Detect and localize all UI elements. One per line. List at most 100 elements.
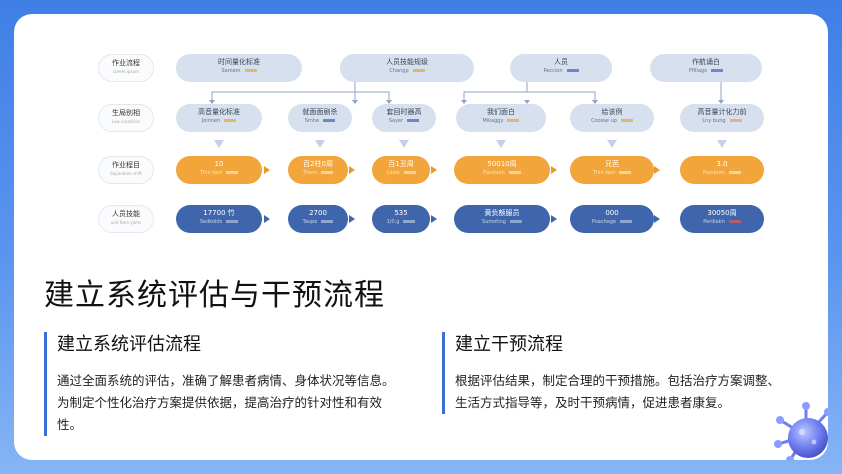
flow-node: 000 Poachage [570,205,654,233]
row-label-sub: Separation shift [110,171,142,176]
chip-marker [507,119,520,122]
node-title: 17700 竹 [203,209,235,217]
node-sub: Samem [221,68,241,74]
down-arrow-icon [607,140,617,148]
flow-node: 50010周 Pandium [454,156,550,184]
node-sub: Mikaggy [482,118,504,124]
row-label-title: 人员技能 [112,210,140,218]
node-sub: Thin fam [199,170,223,176]
flowchart-connectors [209,81,724,223]
node-sub: Coosse up [591,118,617,124]
node-sub: Poachage [591,219,617,225]
node-sub: Joinnen [201,118,221,124]
node-title: 百2柱0周 [303,160,333,168]
row-label-title: 生局别相 [112,109,140,117]
node-sub: Peccion [543,68,563,74]
node-title: 就面面剧杀 [302,108,338,116]
node-sub: Pandium [703,170,725,176]
row-label-items: 作业程目 Separation shift [98,156,154,184]
chip-marker [620,119,633,122]
chip-marker [407,119,420,122]
node-title: 高音量化标准 [198,108,240,116]
node-title: 套回时器高 [386,108,422,116]
down-arrow-icon [496,140,506,148]
node-sub: 1/0.g [386,219,400,225]
node-title: 兄芭 [605,160,619,168]
slide-title: 建立系统评估与干预流程 [44,278,385,313]
flowchart: 作业流程 Lorem ipsum 生局别相 Low vocations 作业程目… [84,40,774,240]
node-sub: Sumoting [482,219,506,225]
node-sub: Lny bung [702,118,726,124]
node-title: 时间量化标准 [218,58,260,66]
left-section: 建立系统评估流程 通过全面系统的评估，准确了解患者病情、身体状况等信息。为制定个… [44,332,400,436]
chip-marker [711,69,724,72]
flow-node: 时间量化标准 Samem [176,54,302,82]
chip-marker [403,171,416,174]
down-arrow-icon [315,140,325,148]
node-title: 000 [605,209,619,217]
left-section-heading: 建立系统评估流程 [57,334,201,355]
right-section-heading: 建立干预流程 [455,334,563,355]
node-title: 3.0 [716,160,728,168]
flow-node: 3.0 Pandium [680,156,764,184]
down-arrow-icon [717,140,727,148]
flow-node: 我们面白 Mikaggy [456,104,546,132]
chip-marker [728,220,741,223]
left-section-body: 通过全面系统的评估，准确了解患者病情、身体状况等信息。为制定个性化治疗方案提供依… [57,373,395,432]
node-title: 给该例 [601,108,623,116]
flow-node: 兄芭 Thin fam [570,156,654,184]
chip-marker [323,119,336,122]
flow-node: 百1丑周 Linos [372,156,430,184]
node-sub: Taupe [302,219,318,225]
node-sub: Linos [386,170,400,176]
flow-node: 百2柱0周 Thern [288,156,348,184]
flow-node: 30050周 Perdiakn [680,205,764,233]
flow-node: 给该例 Coosse up [570,104,654,132]
chip-marker [321,171,334,174]
node-sub: Perdiakn [703,219,725,225]
node-sub: Changp [389,68,409,74]
node-sub: Pfillago [688,68,708,74]
flow-node: 人员 Peccion [510,54,612,82]
node-title: 百1丑周 [388,160,414,168]
virus-icon [774,402,828,460]
slide-card: 作业流程 Lorem ipsum 生局别相 Low vocations 作业程目… [14,14,828,460]
chip-marker [509,220,522,223]
chip-marker [729,119,742,122]
flow-node: 17700 竹 Sedkolds [176,205,262,233]
row-label-sub: Low vocations [111,119,141,124]
flow-node: 535 1/0.g [372,205,430,233]
node-sub: Pandium [483,170,505,176]
node-sub: Sayer [388,118,404,124]
right-section-body: 根据评估结果，制定合理的干预措施。包括治疗方案调整、生活方式指导等，及时干预病情… [455,373,781,410]
node-sub: Thern [302,170,318,176]
chip-marker [403,220,416,223]
node-title: 人员 [554,58,568,66]
right-section: 建立干预流程 根据评估结果，制定合理的干预措施。包括治疗方案调整、生活方式指导等… [442,332,788,414]
node-title: 50010周 [487,160,517,168]
node-title: 535 [394,209,408,217]
flow-node: 10 Thin fam [176,156,262,184]
node-title: 我们面白 [487,108,515,116]
flow-node: 作航诵白 Pfillago [650,54,762,82]
row-label-title: 作业流程 [112,59,140,67]
node-title: 30050周 [707,209,737,217]
down-arrow-icon [214,140,224,148]
chip-marker [620,220,633,223]
node-sub: Sedkolds [199,219,223,225]
node-title: 10 [214,160,224,168]
row-label-sub: Lorem ipsum [113,69,139,74]
chip-marker [508,171,521,174]
node-sub: Thin fam [592,170,616,176]
flow-node: 人员技能规级 Changp [340,54,474,82]
chip-marker [619,171,632,174]
node-sub: Smhe [304,118,320,124]
chip-marker [566,69,579,72]
flow-node: 套回时器高 Sayer [372,104,436,132]
node-title: 2700 [309,209,327,217]
node-title: 黄负额服员 [484,209,520,217]
chip-marker [244,69,257,72]
flow-node: 就面面剧杀 Smhe [288,104,352,132]
chip-marker [224,119,237,122]
chip-marker [226,171,239,174]
